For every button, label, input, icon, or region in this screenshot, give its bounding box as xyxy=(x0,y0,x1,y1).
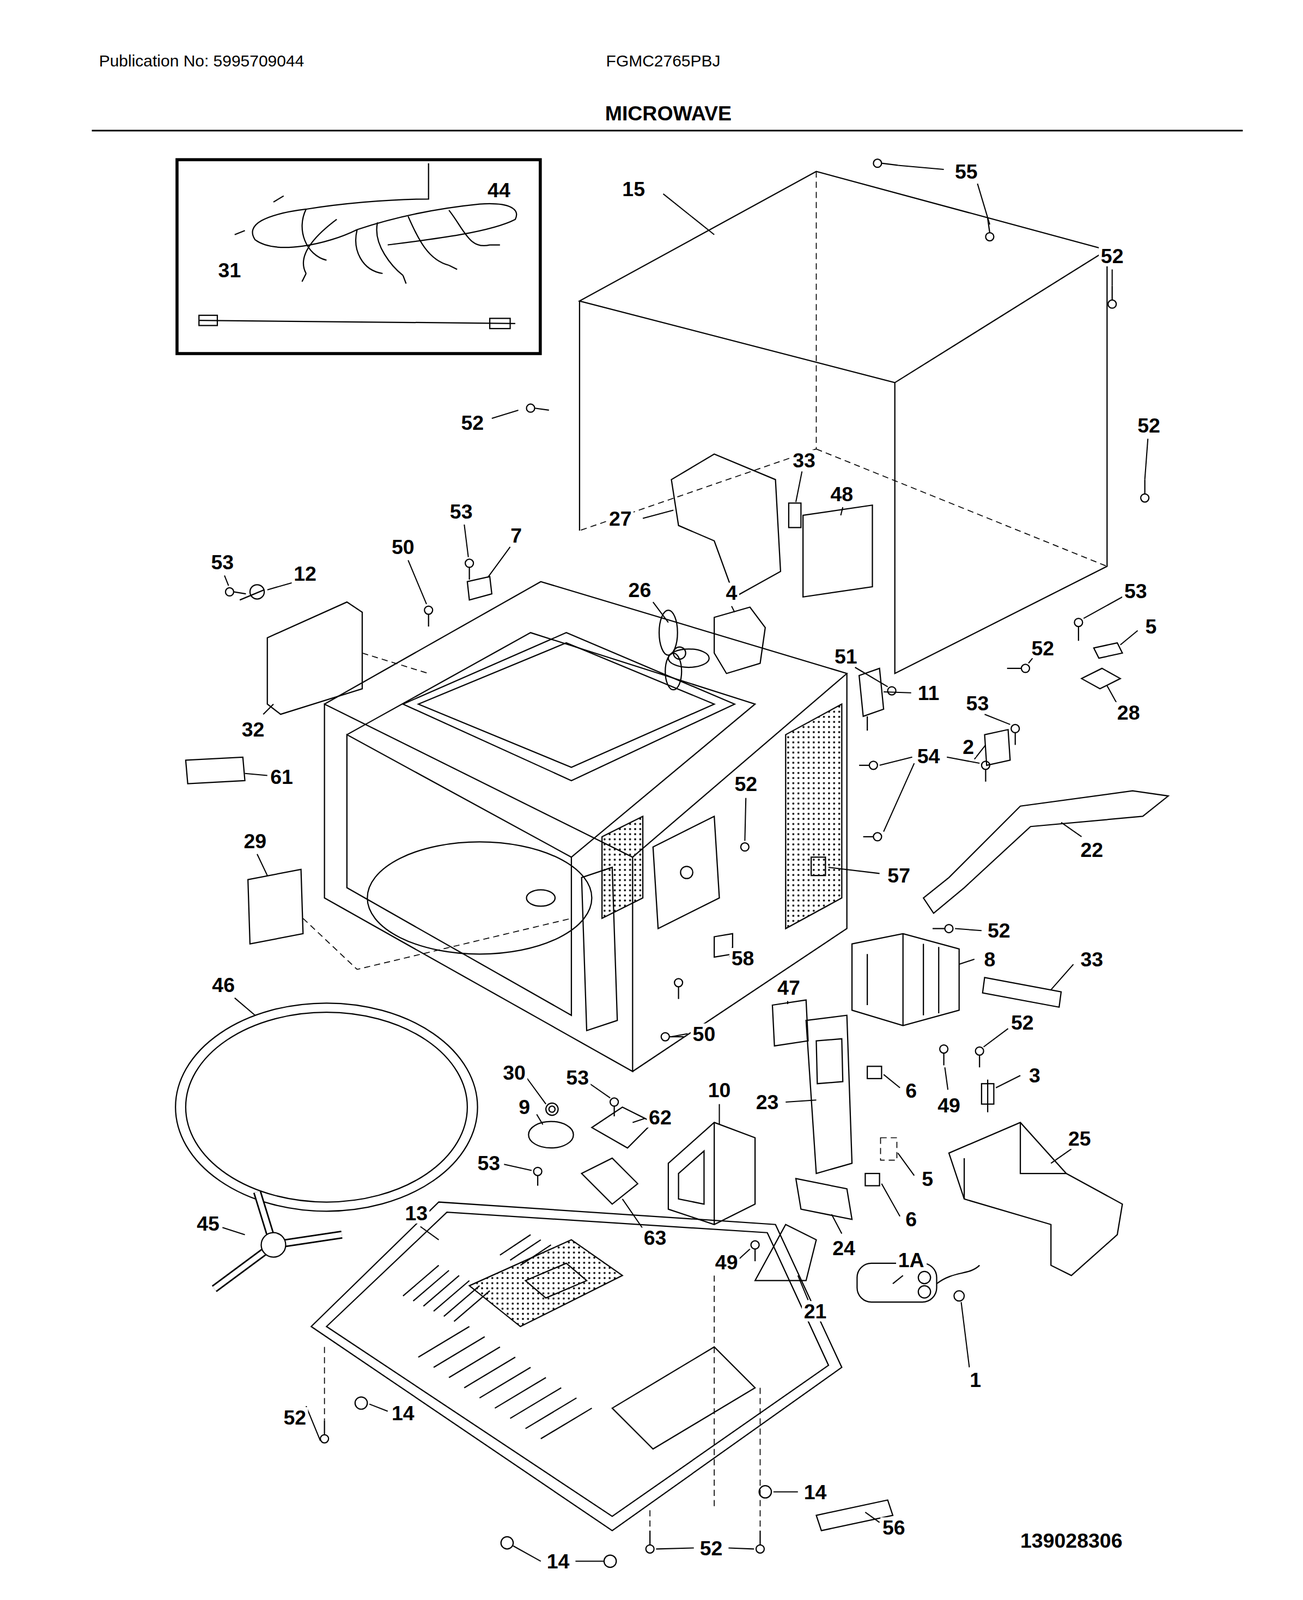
callout-number: 8 xyxy=(982,948,998,970)
callout-number: 44 xyxy=(485,179,513,200)
callout-number: 6 xyxy=(903,1209,919,1230)
callout-number: 5 xyxy=(919,1168,935,1189)
callout-number: 28 xyxy=(1115,702,1142,723)
callout-number: 33 xyxy=(1078,948,1106,970)
callout-number: 45 xyxy=(195,1213,222,1234)
callout-number: 61 xyxy=(268,766,295,787)
callout-number: 50 xyxy=(389,536,417,557)
callout-number: 55 xyxy=(952,161,980,182)
callout-number: 14 xyxy=(544,1550,572,1572)
callout-number: 10 xyxy=(705,1079,733,1100)
callout-number: 53 xyxy=(964,692,991,714)
callout-number: 49 xyxy=(713,1251,740,1272)
callout-number: 33 xyxy=(790,449,818,471)
callout-number: 53 xyxy=(1122,580,1149,601)
callout-number: 31 xyxy=(216,260,243,281)
callout-number: 12 xyxy=(291,563,319,584)
callout-number: 2 xyxy=(960,736,976,757)
callout-number: 53 xyxy=(564,1067,592,1088)
callout-number: 22 xyxy=(1078,839,1106,861)
callout-number: 32 xyxy=(239,719,267,740)
callout-number: 48 xyxy=(828,483,856,504)
callout-number: 23 xyxy=(753,1091,781,1112)
callout-number: 26 xyxy=(626,579,654,600)
callout-number: 63 xyxy=(641,1227,669,1248)
callout-number: 53 xyxy=(447,501,475,522)
callout-number: 51 xyxy=(832,646,860,667)
callout-number: 21 xyxy=(801,1300,829,1321)
callout-number: 9 xyxy=(516,1097,533,1118)
header-text: Publication No: 5995709044 xyxy=(96,52,307,70)
callout-number: 49 xyxy=(935,1094,962,1116)
callout-number: 27 xyxy=(606,508,634,529)
callout-number: 7 xyxy=(508,525,525,546)
callout-number: 14 xyxy=(801,1481,829,1502)
header-text: FGMC2765PBJ xyxy=(604,52,723,70)
callout-number: 6 xyxy=(903,1080,919,1101)
callout-number: 46 xyxy=(210,974,237,995)
callout-number: 58 xyxy=(729,947,757,968)
drawing-number: 139028306 xyxy=(1018,1530,1125,1551)
callout-number: 52 xyxy=(1029,637,1057,659)
callout-number: 52 xyxy=(281,1407,309,1428)
callout-number: 50 xyxy=(690,1023,718,1044)
callout-number: 11 xyxy=(915,682,942,703)
callout-number: 53 xyxy=(209,551,236,572)
callout-number: 52 xyxy=(697,1537,725,1558)
callout-number: 29 xyxy=(241,830,269,851)
callout-number: 52 xyxy=(985,920,1013,941)
inset-box: 44 31 xyxy=(175,157,542,356)
callout-number: 14 xyxy=(389,1403,417,1424)
callout-number: 52 xyxy=(1135,415,1163,436)
callout-number: 13 xyxy=(403,1202,430,1223)
callout-number: 54 xyxy=(915,745,942,766)
callout-number: 1A xyxy=(896,1250,927,1271)
callout-number: 15 xyxy=(620,178,648,199)
callout-number: 1 xyxy=(967,1369,984,1390)
callout-number: 52 xyxy=(732,773,760,794)
callout-number: 56 xyxy=(880,1517,907,1538)
callout-number: 52 xyxy=(1098,245,1126,266)
callout-number: 47 xyxy=(775,977,802,998)
callout-number: 25 xyxy=(1066,1128,1093,1149)
callout-number: 53 xyxy=(475,1153,503,1174)
callout-number: 30 xyxy=(500,1062,528,1083)
callout-number: 57 xyxy=(885,865,913,886)
callout-number: 4 xyxy=(723,582,740,604)
callout-number: 62 xyxy=(646,1106,674,1128)
page-title: MICROWAVE xyxy=(603,102,734,124)
callout-number: 52 xyxy=(1008,1012,1036,1033)
callout-number: 52 xyxy=(459,412,486,433)
callout-number: 24 xyxy=(830,1237,857,1258)
callout-number: 5 xyxy=(1143,616,1159,637)
callout-number: 3 xyxy=(1026,1065,1043,1086)
